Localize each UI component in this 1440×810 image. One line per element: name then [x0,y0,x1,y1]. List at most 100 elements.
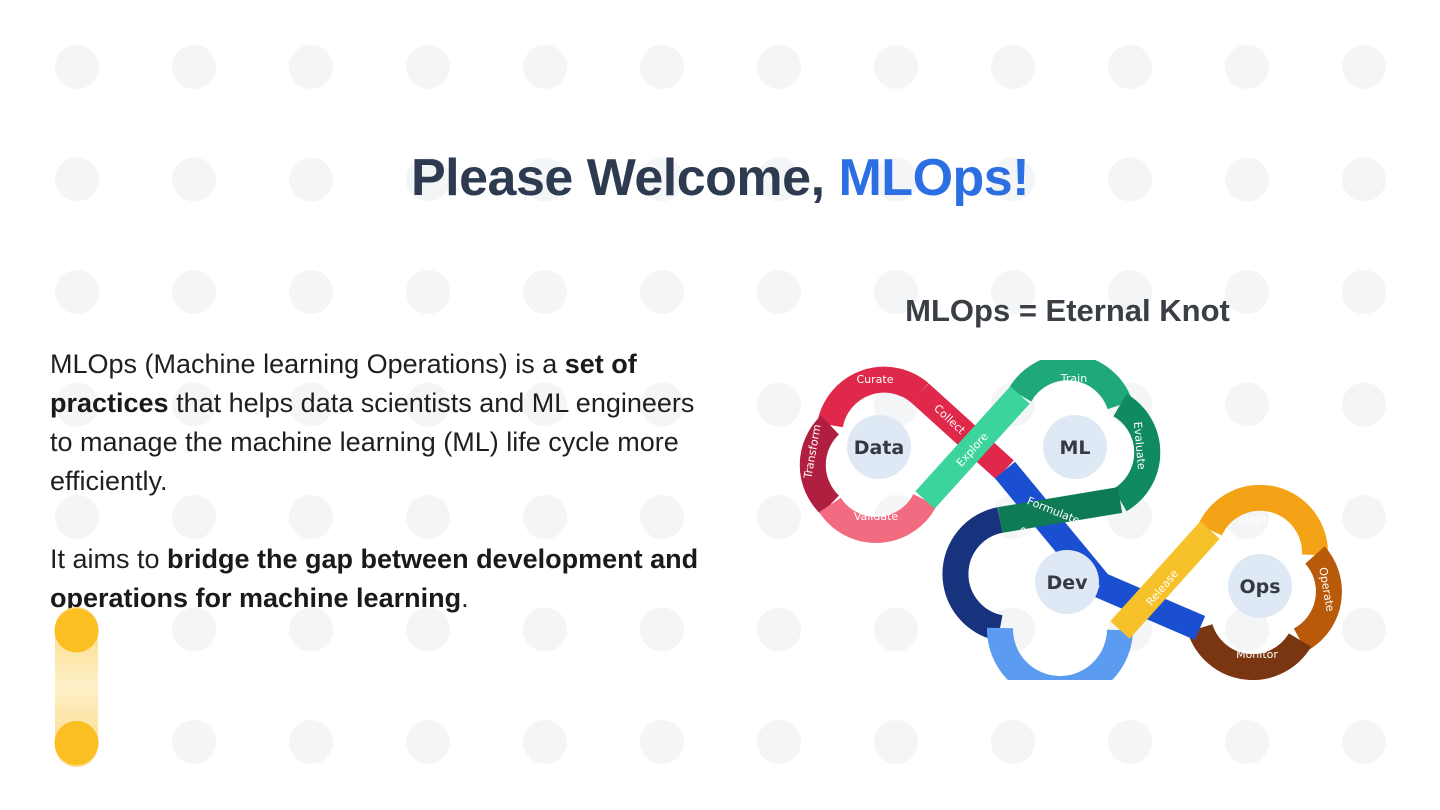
background-dot [523,45,567,89]
background-dot [172,382,216,427]
decorative-pill [54,607,99,767]
background-dot [523,720,567,764]
background-dot [55,382,99,427]
background-dot [640,607,684,652]
curate-label: Curate [857,373,894,386]
evaluate-label: Evaluate [1131,421,1148,470]
background-dot [289,607,333,652]
background-dot [523,270,567,314]
ops-hub [1228,554,1292,618]
deploy-label: Deploy [1241,513,1280,526]
validate-label: Validate [854,510,899,523]
background-dot [289,270,333,314]
background-dot [1225,382,1269,427]
background-dot [172,270,216,314]
background-dot [55,157,99,202]
pill-top-circle [54,608,99,653]
intro-p2-text-1: It aims to [50,544,168,574]
background-dot [406,157,450,202]
background-dot [1108,270,1152,314]
background-dot [640,270,684,314]
background-dot [1342,157,1386,202]
background-dot [289,382,333,427]
background-dot [523,495,567,539]
background-dot [1342,607,1386,652]
background-dot [523,607,567,652]
background-dot [172,45,216,89]
curate-segment [817,366,929,428]
background-dot [289,45,333,89]
background-dot [757,382,801,427]
background-dot [757,720,801,764]
build-segment [942,507,1004,641]
release-segment [1110,521,1220,639]
ops-hub-label: Ops [1239,576,1280,598]
explore-segment [915,386,1030,509]
build-label: Build [992,577,1007,606]
background-dot [757,270,801,314]
monitor-label: Monitor [1236,648,1278,661]
ml-hub [1043,415,1107,479]
background-dot [640,720,684,764]
background-dot [289,720,333,764]
background-dot [1225,45,1269,89]
intro-p1-text-2: that helps data scientists and ML engine… [50,388,695,496]
background-dot [1342,382,1386,427]
background-dot [523,382,567,427]
background-dot [55,45,99,89]
background-dot [757,45,801,89]
background-dot [406,607,450,652]
background-dot [406,495,450,539]
intro-paragraph-1: MLOps (Machine learning Operations) is a… [50,345,710,501]
background-dot [406,382,450,427]
background-dot [757,495,801,539]
background-dot [523,157,567,202]
background-dot [1108,45,1152,89]
background-dot [1342,495,1386,539]
plan-label: Plan [1128,544,1151,571]
background-dot [1225,720,1269,764]
background-dot [874,157,918,202]
intro-p2-emphasis: bridge the gap between development and o… [50,544,699,613]
background-dot [1342,720,1386,764]
intro-p1-text-1: MLOps (Machine learning Operations) is a [50,349,565,379]
test-label: Test [1052,644,1075,657]
background-dot [1225,270,1269,314]
background-dot [874,45,918,89]
monitor-segment [1187,623,1312,680]
background-dot [289,495,333,539]
background-dot [289,157,333,202]
intro-p2-text-2: . [461,583,469,613]
intro-text: MLOps (Machine learning Operations) is a… [50,345,710,657]
dev-hub-label: Dev [1046,572,1088,594]
background-dot [172,495,216,539]
background-dot [991,270,1035,314]
diagram-title: MLOps = Eternal Knot [905,293,1230,328]
data-hub-label: Data [854,437,905,459]
background-dot [640,45,684,89]
background-dot [55,495,99,539]
background-dot [991,720,1035,764]
background-dot [172,720,216,764]
test-segment [986,627,1133,680]
operate-segment [1293,546,1342,652]
background-dot [1108,157,1152,202]
background-dot [1108,720,1152,764]
background-dot [1225,157,1269,202]
pill-bottom-circle [54,721,99,765]
train-segment [1008,360,1133,410]
page-title: Please Welcome, MLOps! [0,148,1440,208]
data-hub [847,415,911,479]
deploy-segment [1198,484,1329,556]
page-title-main: Please Welcome, [410,149,839,207]
background-dot [172,607,216,652]
evaluate-segment [1112,393,1161,512]
dev-hub [1035,550,1099,614]
background-dot [991,45,1035,89]
background-dot [874,270,918,314]
intro-paragraph-2: It aims to bridge the gap between develo… [50,540,710,618]
background-dot [640,495,684,539]
background-dot [406,270,450,314]
background-dot [640,382,684,427]
background-dot [1342,270,1386,314]
